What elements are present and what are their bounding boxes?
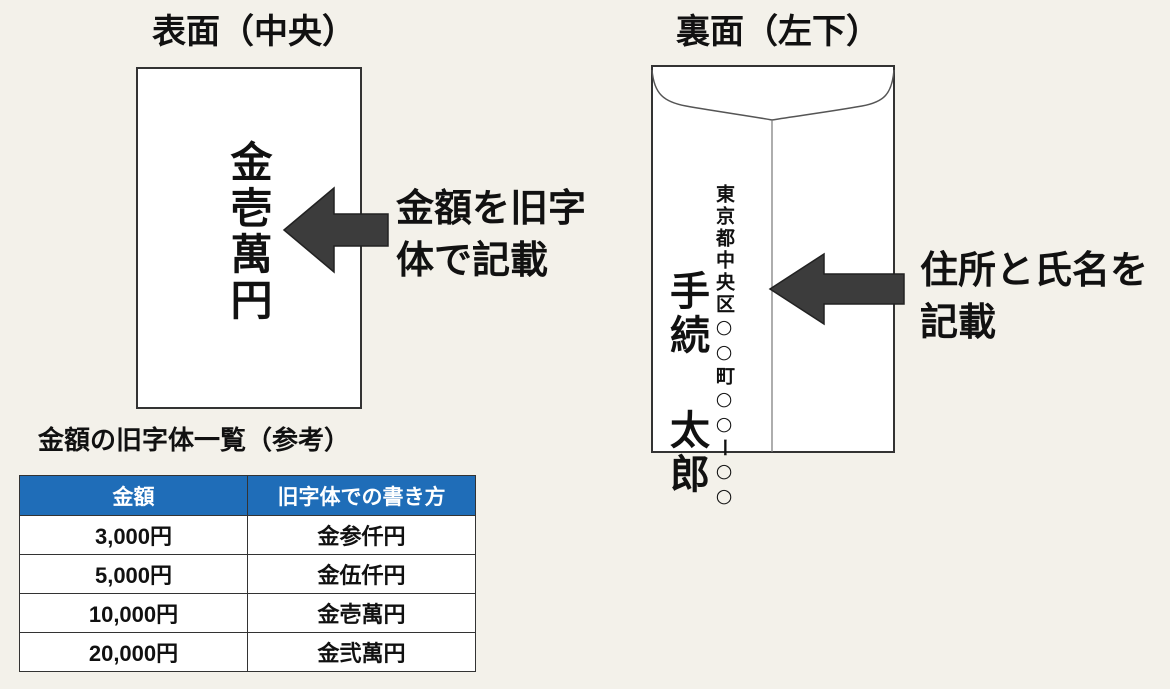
back-name-text: 手続 太郎 (663, 270, 710, 497)
back-callout-line1: 住所と氏名を (920, 248, 1149, 292)
front-amount-text: 金壱萬円 (224, 140, 273, 324)
back-envelope (651, 65, 895, 453)
front-callout: 金額を旧字 体で記載 (396, 182, 586, 286)
back-callout: 住所と氏名を 記載 (920, 244, 1148, 348)
old-style-cell: 金壱萬円 (247, 593, 476, 633)
back-callout-line2: 記載 (920, 300, 997, 344)
column-header-amount: 金額 (19, 475, 248, 516)
column-header-old-style: 旧字体での書き方 (247, 475, 476, 516)
table-header-row: 金額 旧字体での書き方 (19, 475, 476, 516)
table-row: 20,000円 金弐萬円 (19, 632, 476, 672)
old-style-cell: 金参仟円 (247, 515, 476, 555)
amount-cell: 5,000円 (19, 554, 248, 594)
amount-cell: 10,000円 (19, 593, 248, 633)
back-heading: 裏面（左下） (676, 12, 880, 52)
old-style-cell: 金伍仟円 (247, 554, 476, 594)
table-row: 10,000円 金壱萬円 (19, 593, 476, 633)
left-arrow-icon (282, 186, 389, 274)
left-arrow-icon (768, 252, 905, 326)
reference-table: 金額 旧字体での書き方 3,000円 金参仟円 5,000円 金伍仟円 10,0… (19, 475, 476, 672)
amount-cell: 3,000円 (19, 515, 248, 555)
amount-cell: 20,000円 (19, 632, 248, 672)
table-row: 5,000円 金伍仟円 (19, 554, 476, 594)
back-address-text: 東京都中央区○○町○○ー○○ (713, 184, 735, 510)
front-callout-line2: 体で記載 (396, 238, 549, 282)
reference-table-title: 金額の旧字体一覧（参考） (38, 426, 351, 456)
old-style-cell: 金弐萬円 (247, 632, 476, 672)
front-heading: 表面（中央） (152, 12, 356, 52)
front-callout-line1: 金額を旧字 (396, 186, 587, 230)
table-row: 3,000円 金参仟円 (19, 515, 476, 555)
